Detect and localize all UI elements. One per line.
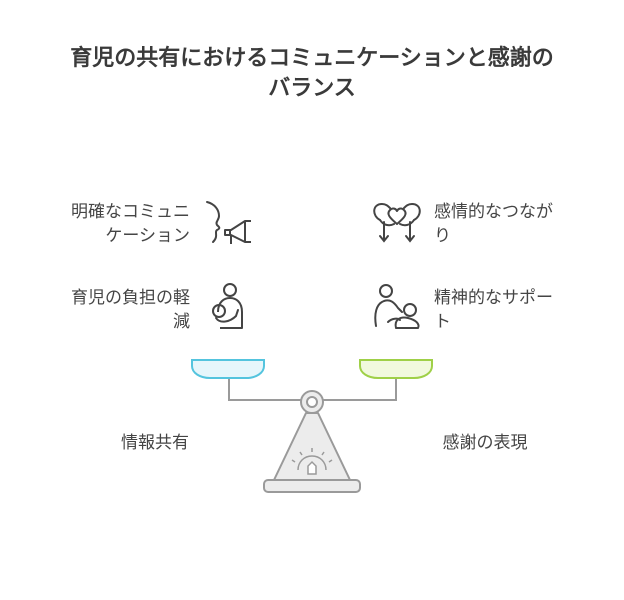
title-line-2: バランス [268, 76, 356, 101]
label-clear-communication: 明確なコミュニ ケーション [71, 202, 190, 246]
left-pan [191, 359, 265, 379]
title-line-1: 育児の共有におけるコミュニケーションと感謝の [70, 46, 554, 71]
comforting-person-icon [374, 284, 420, 329]
right-pan [359, 359, 433, 379]
heart-connection-icon [373, 202, 421, 243]
scale-base [263, 479, 361, 493]
label-information-sharing: 情報共有 [121, 433, 189, 453]
diagram-title: 育児の共有におけるコミュニケーションと感謝の バランス [0, 44, 624, 104]
parent-holding-baby-icon [212, 283, 243, 329]
label-reduce-burden: 育児の負担の軽 減 [71, 288, 190, 332]
label-expression-of-gratitude: 感謝の表現 [442, 433, 528, 453]
label-mental-support: 精神的なサポー ト [434, 288, 553, 332]
scale-dial [297, 455, 327, 471]
speaking-megaphone-icon [206, 201, 251, 244]
label-emotional-connection: 感情的なつなが り [434, 202, 553, 246]
